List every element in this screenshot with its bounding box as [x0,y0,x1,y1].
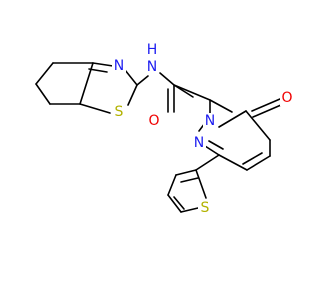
bond [124,69,138,86]
bond [208,140,224,150]
bond [195,154,220,171]
label-bg [145,42,159,58]
label-bg [280,90,294,106]
bond [204,145,220,156]
bond [159,72,175,86]
label-bg [192,135,206,151]
bond [79,103,111,114]
thiophene-sulfur-label: S [201,200,210,216]
bond [245,110,271,141]
label-bg [203,113,217,129]
bond [246,155,271,171]
bond [35,83,51,105]
thiazole-nitrogen-label: N [114,58,124,74]
label-bg [145,59,159,75]
label-bg [198,200,212,216]
bond [35,62,54,85]
bond [92,62,114,67]
bond [218,154,248,171]
bond [242,152,263,165]
bond [173,196,185,210]
label-bg [112,104,126,120]
atom-labels: N N H S O N N O S [112,42,294,216]
label-bg [147,113,161,129]
amide-hydrogen-label: H [147,42,158,58]
bond [180,207,199,213]
molecule-diagram: N N H S O N N O S [35,42,294,216]
amide-oxygen-label: O [148,113,159,129]
ring-nitrogen-2-label: N [194,135,204,151]
bond [127,84,138,106]
thiazole-sulfur-label: S [115,104,124,120]
bond [175,169,197,176]
keto-oxygen-label: O [281,90,292,106]
bond [195,169,207,199]
bond [252,104,282,118]
bond [167,194,182,213]
bond [136,75,149,86]
ring-nitrogen-1-label: N [205,113,215,129]
bond [209,99,233,113]
bond [180,177,199,183]
bond [167,174,177,196]
amide-nitrogen-label: N [147,59,157,75]
bond [88,68,108,73]
bonds [35,62,282,213]
bond [218,110,247,128]
label-bg [112,58,126,74]
molecule-structure: N N H S O N N O S [35,42,294,216]
bond [251,98,281,112]
bond [173,84,211,101]
